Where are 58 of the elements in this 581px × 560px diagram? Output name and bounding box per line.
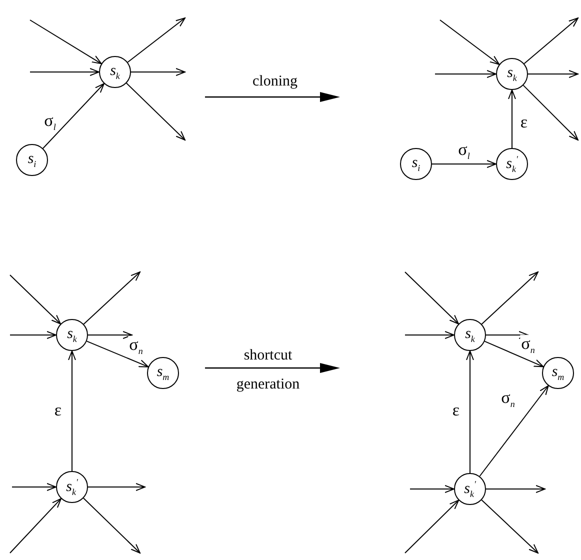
arrow	[130, 68, 186, 76]
arrow	[404, 500, 460, 554]
state-label: s$_{i}$	[412, 156, 420, 172]
arrow	[10, 274, 61, 324]
arrow	[528, 70, 578, 78]
arrow	[479, 385, 549, 477]
arrow	[127, 18, 186, 63]
arrow	[440, 20, 500, 65]
transformation-label: cloning	[252, 74, 298, 90]
arrow	[404, 331, 454, 339]
arrow	[88, 331, 132, 339]
arrow	[30, 20, 102, 64]
arrow	[484, 340, 544, 368]
state-label: s$_{m}$	[552, 364, 564, 382]
arrow	[83, 272, 140, 325]
arrow	[30, 68, 100, 76]
arrow	[524, 18, 578, 64]
state-label: s$_{k}$	[110, 64, 120, 80]
state-label: s$_{k}$	[67, 326, 77, 344]
arrow	[42, 83, 105, 149]
arrow	[481, 272, 538, 325]
arrow	[434, 70, 496, 78]
transformation-label: generation	[236, 378, 300, 392]
arrow	[481, 499, 538, 554]
arrow	[88, 483, 146, 491]
state-circle	[542, 357, 574, 389]
state-circle	[56, 319, 88, 351]
state-circle	[454, 319, 486, 351]
arrow	[522, 84, 578, 140]
state-label: s$_{k}$	[507, 66, 517, 82]
arrow	[10, 331, 56, 339]
arrow	[410, 485, 454, 493]
arrow	[82, 498, 140, 554]
arrow	[486, 331, 528, 339]
arrow	[404, 272, 459, 324]
arrow	[486, 485, 546, 493]
arrow	[466, 350, 474, 474]
state-circle	[99, 56, 131, 88]
transformation-label: shortcut	[244, 348, 292, 364]
arrow	[432, 160, 496, 168]
edge-label: σ$_{n}$	[520, 334, 536, 356]
state-circle	[496, 58, 528, 90]
state-circle	[454, 473, 486, 505]
state-circle	[56, 471, 88, 503]
state-label: s$_{k}$	[465, 326, 475, 344]
arrow	[86, 340, 149, 368]
state-circle	[16, 144, 48, 176]
state-circle	[147, 357, 179, 389]
edge-label: σ$_{n}$	[128, 336, 144, 356]
arrow	[508, 90, 516, 148]
state-circle	[400, 148, 432, 180]
arrow	[10, 498, 62, 554]
state-circle	[496, 148, 528, 180]
arrow	[126, 82, 186, 140]
state-label: s$_{m}$	[156, 364, 170, 382]
arrow	[68, 350, 76, 472]
arrow	[12, 483, 56, 491]
state-label: s$_{i}$	[28, 152, 36, 168]
